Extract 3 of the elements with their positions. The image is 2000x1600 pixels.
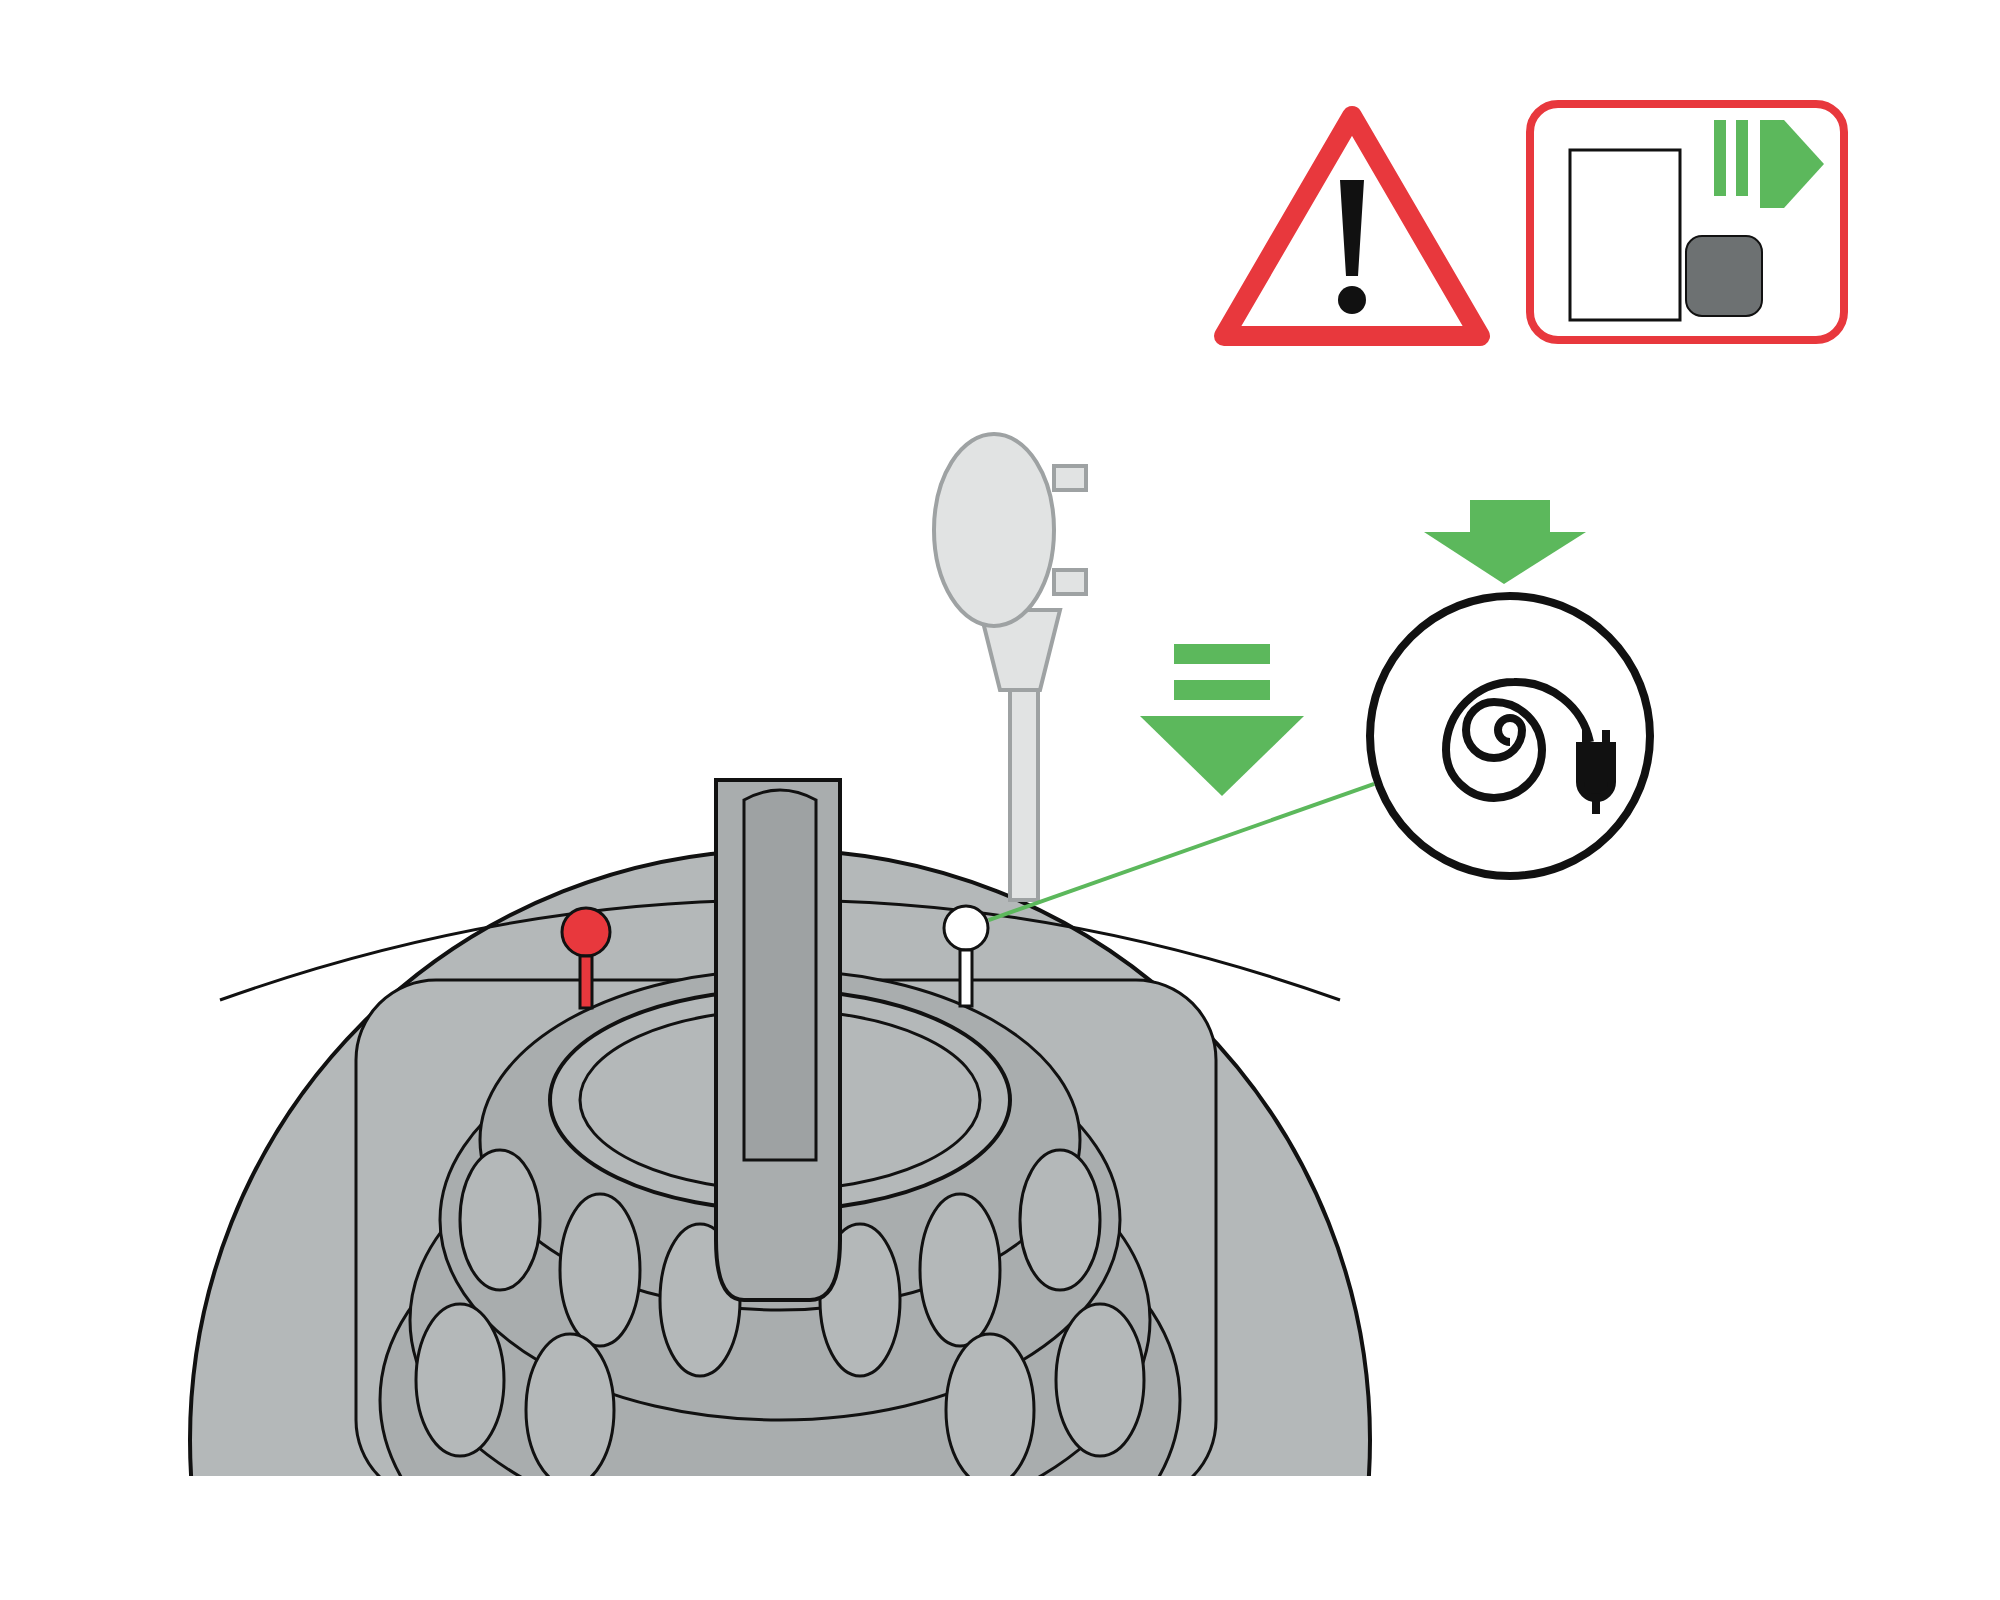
cord-rewind-icon xyxy=(1364,590,1656,882)
indicator-pin xyxy=(942,904,990,1012)
leader-line xyxy=(987,782,1375,922)
